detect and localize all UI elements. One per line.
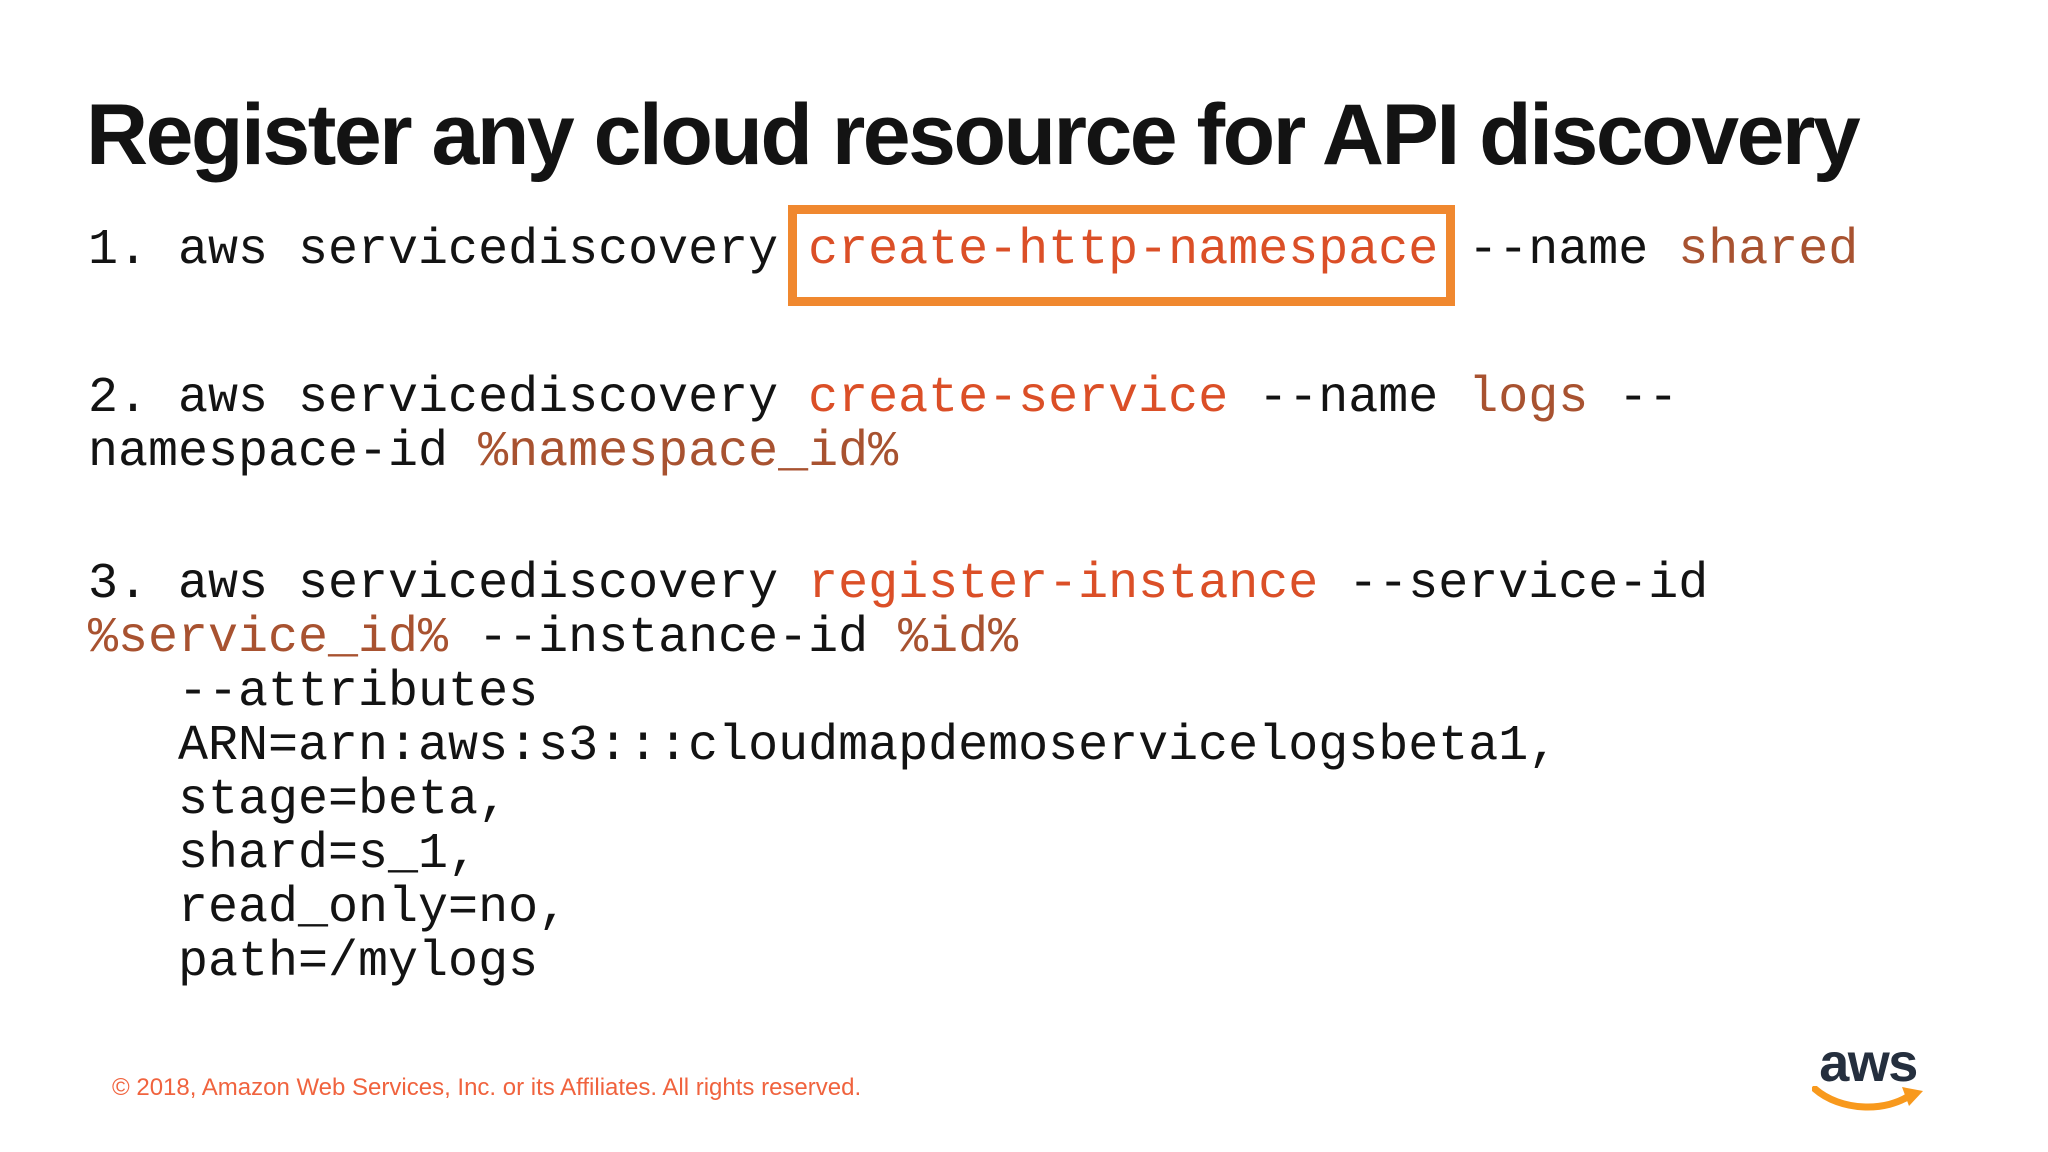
code-row: stage=beta, [88, 774, 1858, 828]
code-row: 2. aws servicediscovery create-service -… [88, 372, 1858, 426]
code-segment: stage=beta, [88, 772, 509, 829]
code-area: 1. aws servicediscovery create-http-name… [88, 224, 1858, 990]
code-segment: --service-id [1318, 556, 1709, 613]
code-row: read_only=no, [88, 882, 1858, 936]
aws-logo-text: aws [1819, 1033, 1918, 1093]
code-segment: namespace-id [88, 424, 479, 481]
code-row: shard=s_1, [88, 828, 1858, 882]
code-row: 3. aws servicediscovery register-instanc… [88, 558, 1858, 612]
code-segment: read_only=no, [88, 880, 569, 937]
slide-title: Register any cloud resource for API disc… [86, 87, 1861, 183]
code-segment: 1. aws servicediscovery [88, 222, 809, 279]
code-row: namespace-id %namespace_id% [88, 426, 1858, 480]
code-segment: %service_id% [88, 610, 449, 667]
code-segment: --name [1228, 370, 1469, 427]
code-row: --attributes [88, 666, 1858, 720]
code-segment: shared [1678, 222, 1859, 279]
code-segment: --name [1438, 222, 1679, 279]
code-segment: %namespace_id% [478, 424, 899, 481]
code-segment: register-instance [808, 556, 1319, 613]
amazon-smile-arrow-icon [1812, 1086, 1923, 1111]
code-segment: shard=s_1, [88, 826, 479, 883]
code-segment: create-service [808, 370, 1229, 427]
code-row: %service_id% --instance-id %id% [88, 612, 1858, 666]
code-segment: logs [1468, 370, 1589, 427]
step-1-create-http-namespace: 1. aws servicediscovery create-http-name… [88, 224, 1858, 278]
copyright-footer: © 2018, Amazon Web Services, Inc. or its… [112, 1074, 862, 1101]
code-row: 1. aws servicediscovery create-http-name… [88, 224, 1858, 278]
code-segment: --attributes [88, 664, 539, 721]
code-segment: --instance-id [448, 610, 899, 667]
code-segment: 3. aws servicediscovery [88, 556, 809, 613]
code-segment: -- [1588, 370, 1679, 427]
code-segment: path=/mylogs [88, 934, 539, 991]
aws-logo: aws [1806, 1036, 1930, 1116]
step-3-register-instance: 3. aws servicediscovery register-instanc… [88, 558, 1858, 990]
step-2-create-service: 2. aws servicediscovery create-service -… [88, 372, 1858, 480]
code-segment: %id% [898, 610, 1019, 667]
code-segment: ARN=arn:aws:s3:::cloudmapdemoservicelogs… [88, 718, 1559, 775]
code-row: path=/mylogs [88, 936, 1858, 990]
code-segment: 2. aws servicediscovery [88, 370, 809, 427]
highlighted-command: create-http-namespace [808, 222, 1439, 279]
code-row: ARN=arn:aws:s3:::cloudmapdemoservicelogs… [88, 720, 1858, 774]
